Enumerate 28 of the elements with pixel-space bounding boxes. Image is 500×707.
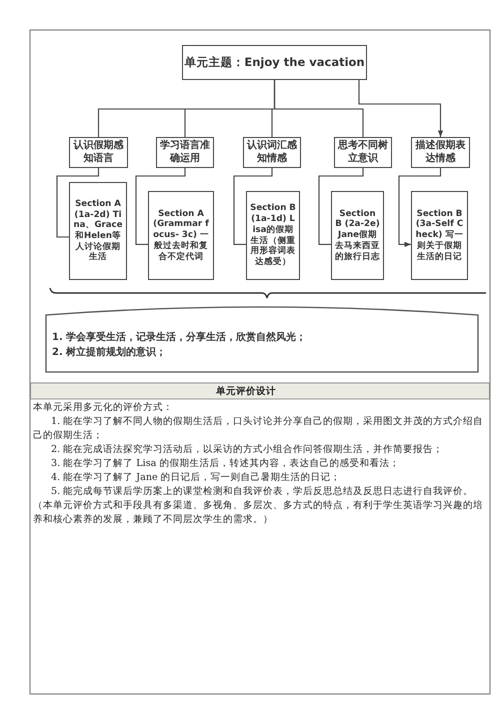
topic-box: 单元主题：Enjoy the vacation (182, 45, 367, 80)
connector (318, 168, 364, 245)
intro-text: 本单元采用多元化的评价方式： (33, 401, 174, 415)
section-box: Section A (1a-2d) Tina、Grace和Helen等人讨论假期生活 (69, 182, 127, 280)
goal-text: 1. 学会享受生活，记录生活，分享生活，欣赏自然风光； (52, 330, 306, 344)
category-box: 认识假期感知语言 (69, 137, 128, 168)
section-box: Section B (3a-Self Check) 写一则关于假期生活的日记 (411, 191, 468, 280)
category-box: 描述假期表达情感 (411, 137, 470, 168)
section-box: Section A (Grammar focus- 3c) 一般过去时和复合不定代词 (148, 191, 214, 280)
section-box: Section B (2a-2e) Jane假期去马来西亚的旅行日志 (331, 191, 384, 280)
connector (398, 168, 442, 248)
criterion-text: 4. 能在学习了解了 Jane 的日记后，写一则自己暑期生活的日记； (50, 471, 342, 485)
connector (135, 168, 186, 245)
criterion-text: 1. 能在学习了解不同人物的假期生活后，口头讨论并分享自己的假期，采用图文并茂的方式介绍自己的假期生活； (33, 415, 484, 443)
connector (233, 168, 273, 245)
connector (56, 168, 100, 238)
section-box: Section B (1a-1d) Lisa的假期生活（侧重用形容词表达感受） (246, 191, 300, 280)
category-box: 学习语言准确运用 (156, 137, 214, 168)
criterion-text: 3. 能在学习了解了 Lisa 的假期生活后，转述其内容，表达自己的感受和看法； (50, 457, 400, 471)
note-text: （本单元评价方式和手段具有多渠道、多视角、多层次、多方式的特点，有利于学生英语学习兴趣的培养和核心素养的发展，兼顾了不同层次学生的需求。） (33, 499, 484, 527)
category-box: 认识词汇感知情感 (243, 137, 301, 168)
table-header: 单元评价设计 (216, 385, 276, 399)
connector (358, 80, 444, 137)
criterion-text: 5. 能完成每节课后学历案上的课堂检测和自我评价表，学后反思总结及反思日志进行自我评价。 (50, 485, 474, 499)
connector (274, 80, 364, 137)
criterion-text: 2. 能在完成语法探究学习活动后，以采访的方式小组合作问答假期生活，并作简要报告； (50, 443, 444, 457)
category-box: 思考不同树立意识 (334, 137, 392, 168)
goal-text: 2. 树立提前规划的意识； (52, 345, 166, 360)
